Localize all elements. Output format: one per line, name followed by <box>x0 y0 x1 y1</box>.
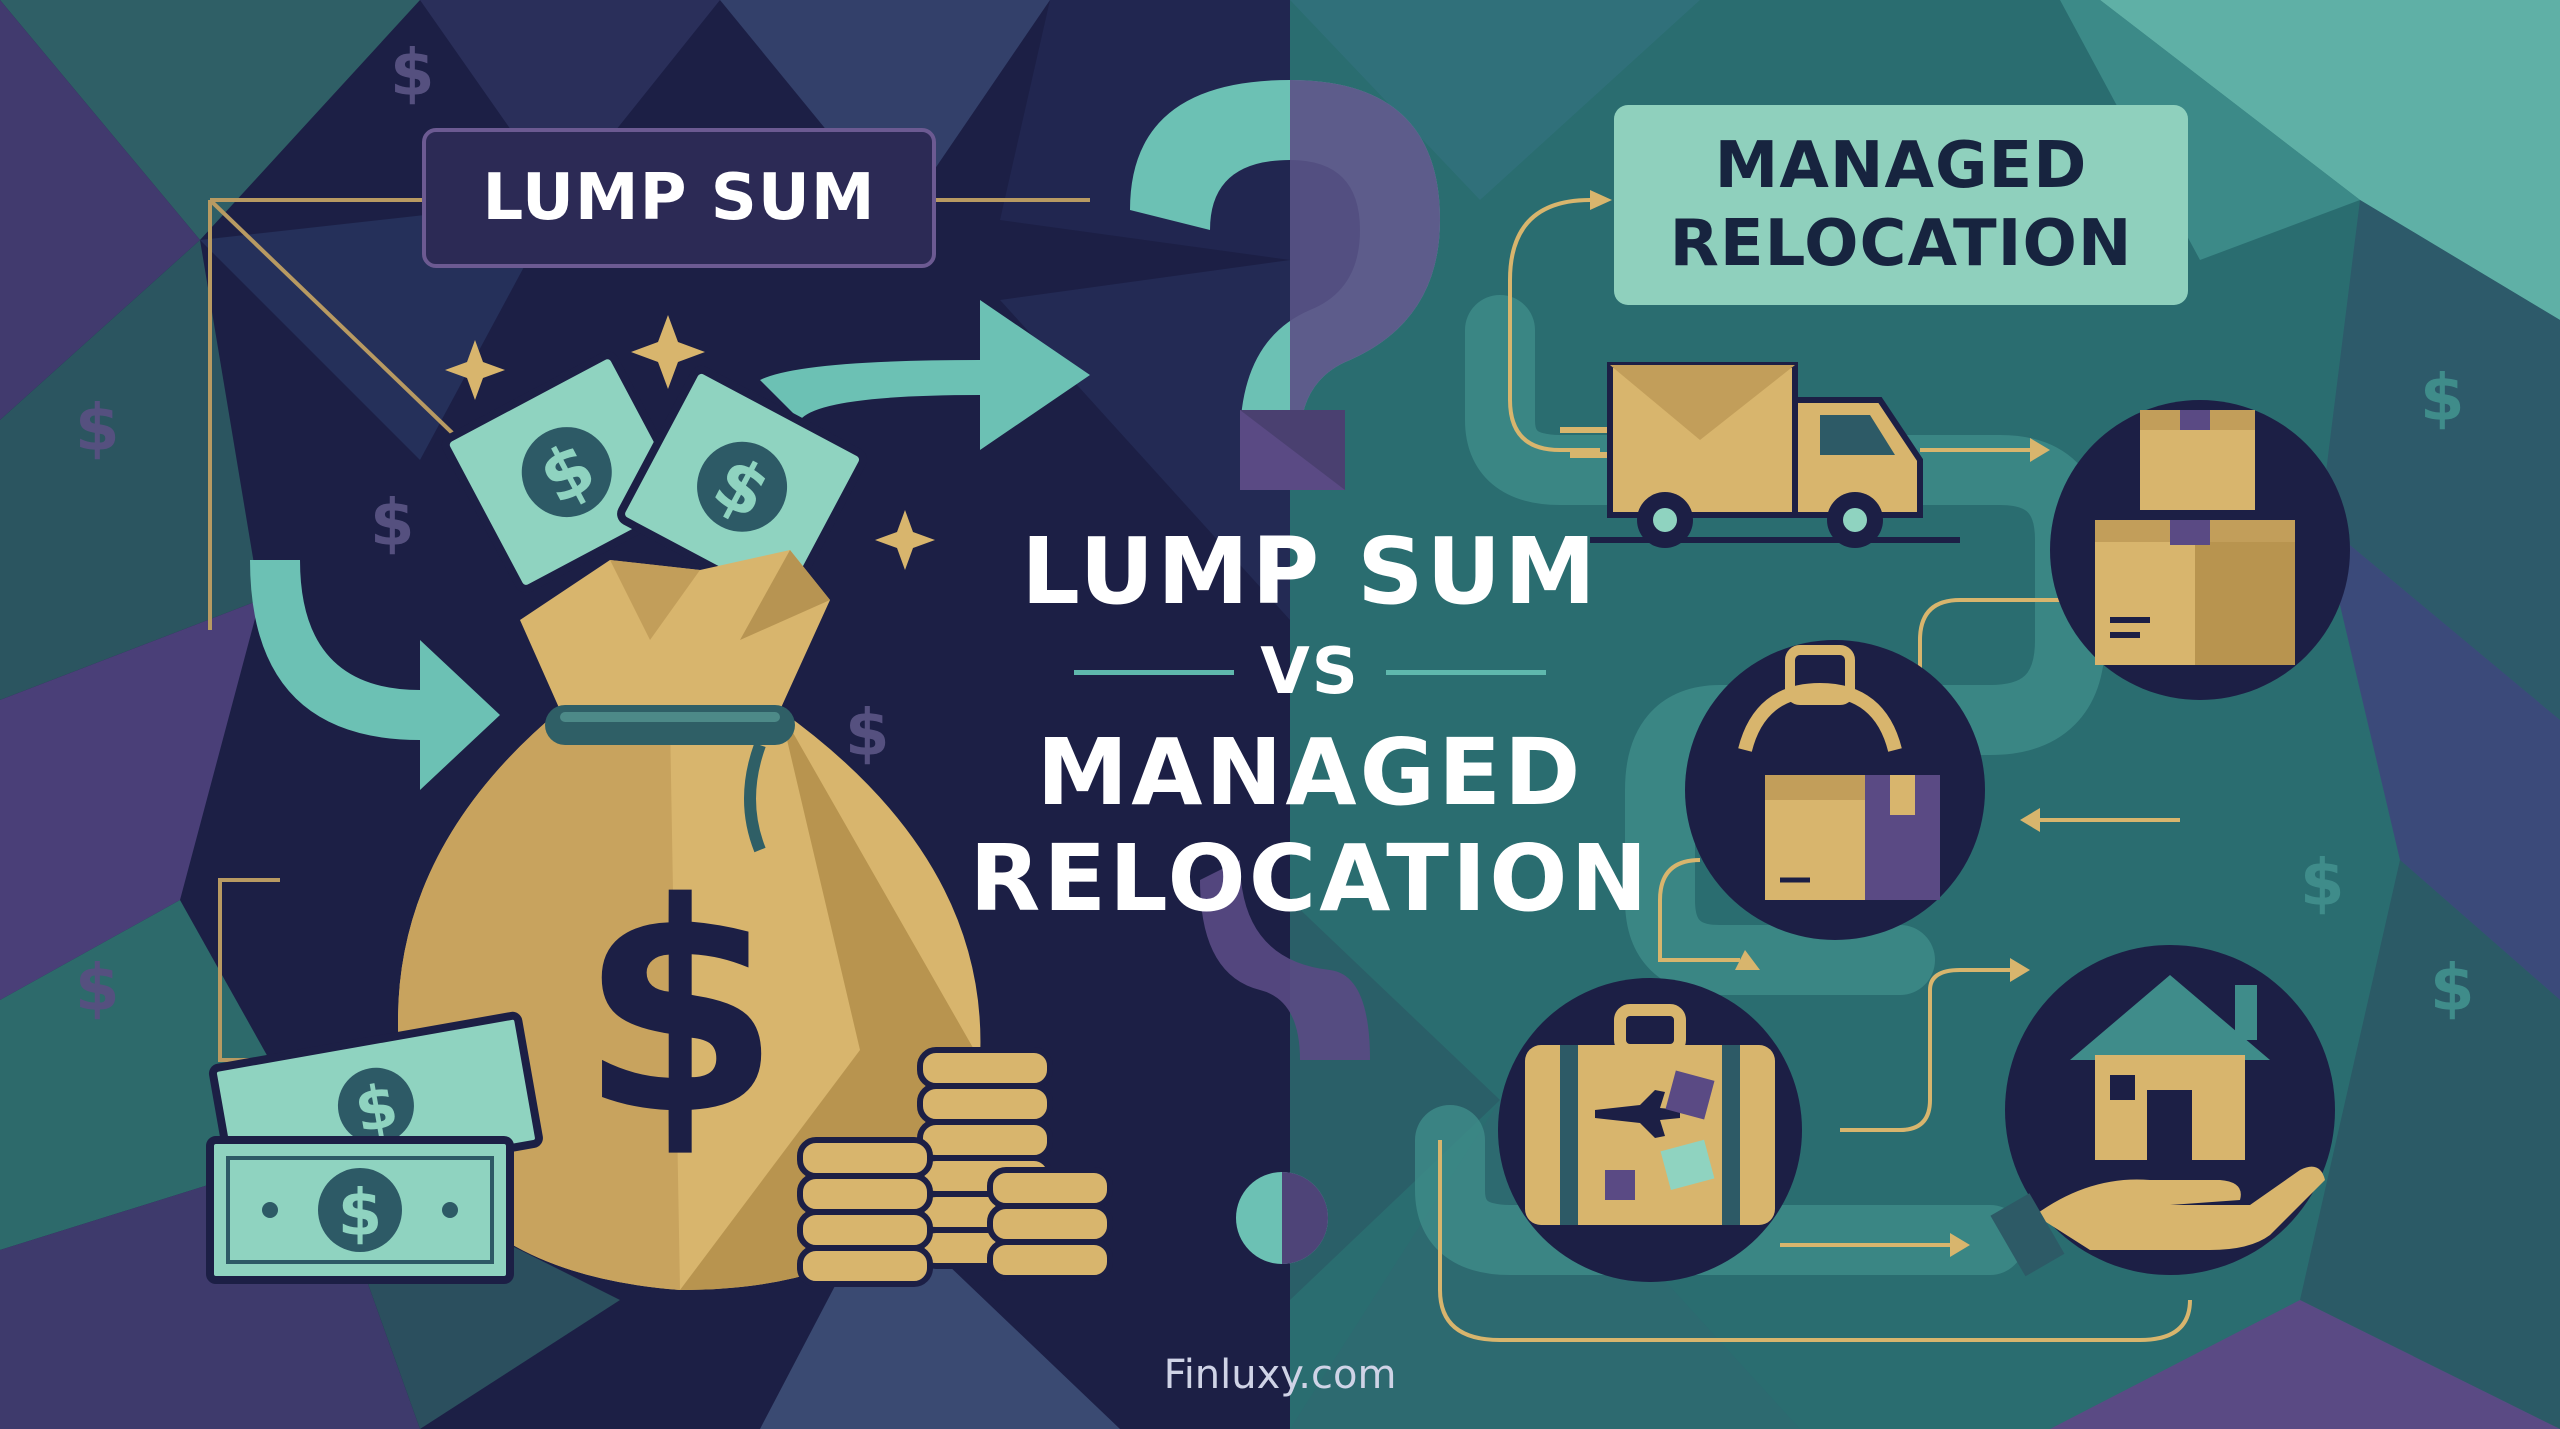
title-line-managed: MANAGED <box>1036 719 1584 826</box>
delivery-truck-icon <box>1560 362 1960 548</box>
bg-dollar-icons: $ $ $ $ $ <box>75 37 890 1026</box>
lump-sum-label-text: LUMP SUM <box>482 161 876 235</box>
svg-text:$: $ <box>75 952 120 1026</box>
vs-row: VS <box>900 624 1720 720</box>
managed-label-line2: RELOCATION <box>1669 207 2133 281</box>
center-title: LUMP SUM VS MANAGED RELOCATION <box>900 520 1720 932</box>
lump-sum-label: LUMP SUM <box>422 128 936 268</box>
svg-text:$: $ <box>370 487 415 561</box>
vs-text: VS <box>1260 635 1360 709</box>
bg-dollar-icons-right: $ $ $ <box>2300 362 2475 1026</box>
svg-text:$: $ <box>338 1177 383 1251</box>
dollar-bill-icon: $ $ <box>441 351 868 608</box>
house-in-hand-icon <box>1990 945 2335 1277</box>
svg-text:$: $ <box>845 697 890 771</box>
dollar-bill-stack-icon: $ $ <box>206 1011 543 1284</box>
svg-text:$: $ <box>390 37 435 111</box>
svg-text:$: $ <box>2300 847 2345 921</box>
arrow-icon <box>250 300 1090 790</box>
bag-with-box-icon <box>1685 640 1985 940</box>
question-mark-icon <box>1130 80 1440 1264</box>
moving-boxes-icon <box>2050 400 2350 700</box>
vs-rule-right <box>1385 669 1546 675</box>
title-line-relocation: RELOCATION <box>969 825 1651 932</box>
managed-label-line1: MANAGED <box>1714 129 2088 203</box>
relocation-arrows <box>1438 190 2192 1342</box>
suitcase-icon <box>1498 978 1802 1282</box>
title-line-lump-sum: LUMP SUM <box>1021 518 1599 625</box>
vs-rule-left <box>1074 669 1235 675</box>
svg-text:$: $ <box>2430 952 2475 1026</box>
svg-text:$: $ <box>75 392 120 466</box>
svg-text:$: $ <box>579 842 781 1179</box>
footer-site-name: Finluxy.com <box>1163 1352 1397 1398</box>
svg-text:$: $ <box>2420 362 2465 436</box>
coin-stack-icon <box>797 1047 1113 1287</box>
sparkle-icon <box>445 315 935 570</box>
left-connectors <box>208 198 1090 1062</box>
managed-relocation-label: MANAGED RELOCATION <box>1614 105 2188 305</box>
